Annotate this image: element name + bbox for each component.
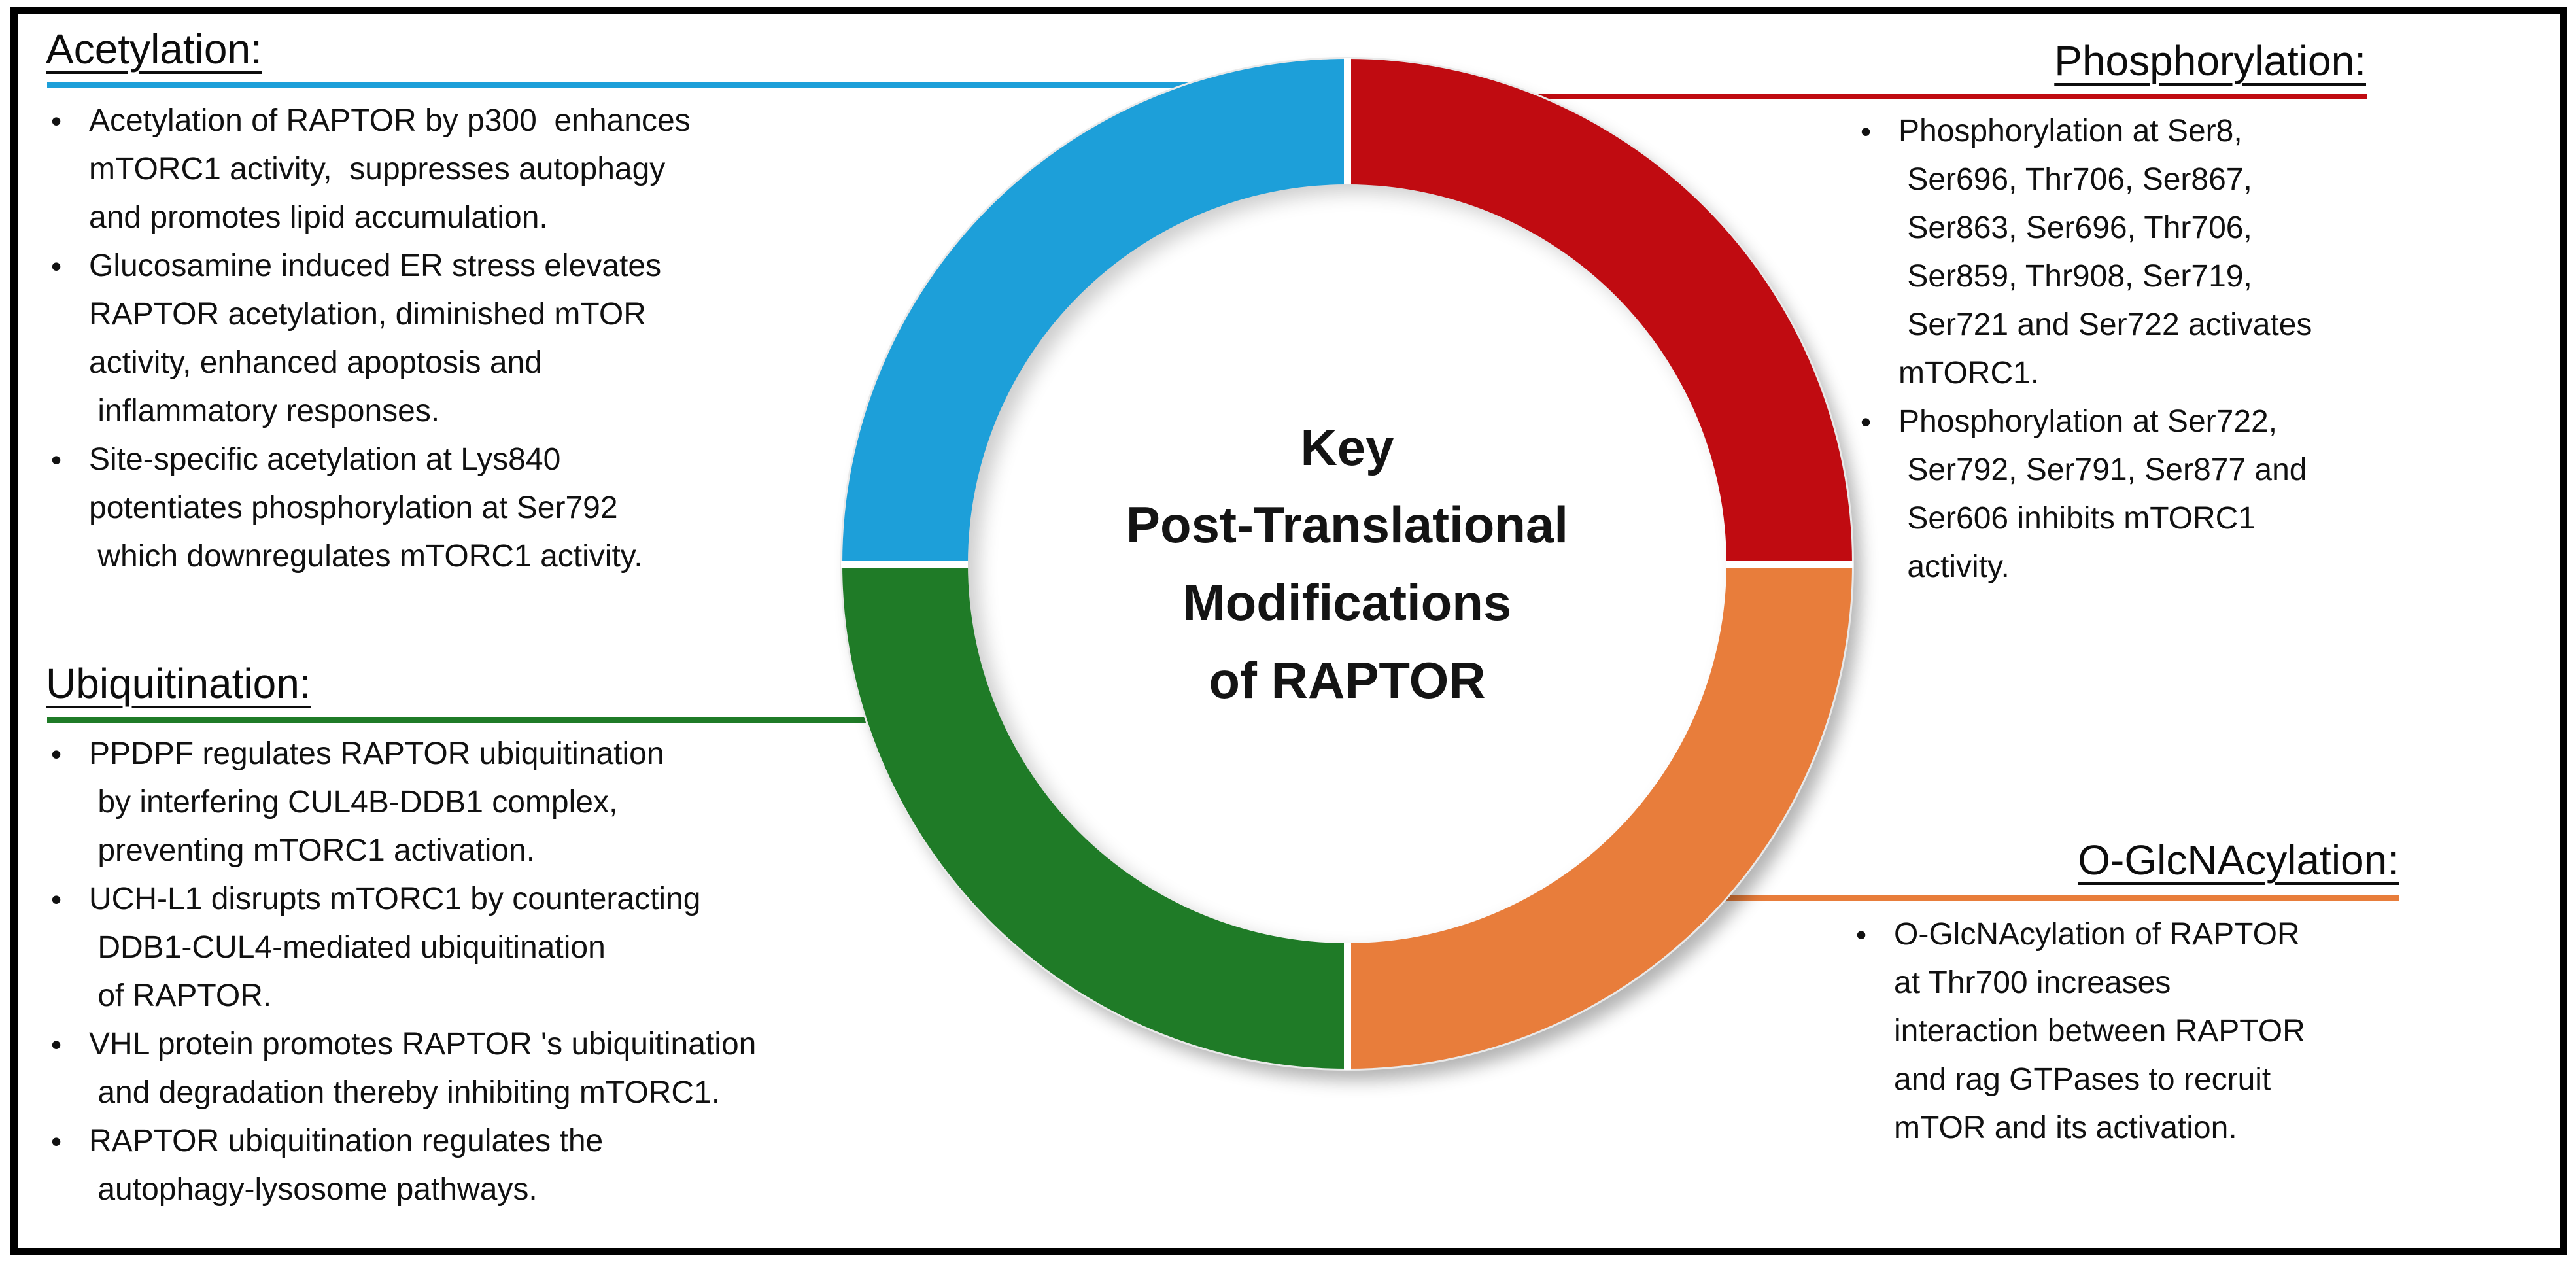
acetylation-bullet-list: • Acetylation of RAPTOR by p300 enhances … bbox=[51, 97, 1045, 581]
acetylation-connector-line bbox=[47, 82, 1197, 88]
bullet-text: Glucosamine induced ER stress elevates R… bbox=[89, 249, 662, 428]
ubiquitination-connector-line bbox=[47, 717, 879, 723]
bullet-item: • UCH-L1 disrupts mTORC1 by counteracting… bbox=[51, 875, 1097, 1020]
bullet-text: Acetylation of RAPTOR by p300 enhances m… bbox=[89, 103, 691, 235]
bullet-item: • Glucosamine induced ER stress elevates … bbox=[51, 242, 1045, 436]
bullet-marker: • bbox=[51, 1124, 62, 1158]
bullet-marker: • bbox=[51, 737, 62, 771]
o-glcnacylation-connector-line bbox=[1694, 895, 2399, 901]
bullet-item: • Phosphorylation at Ser722, Ser792, Ser7… bbox=[1861, 398, 2423, 591]
bullet-text: O-GlcNAcylation of RAPTOR at Thr700 incr… bbox=[1894, 917, 2305, 1145]
donut-diagram: Key Post-Translational Modifications of … bbox=[841, 58, 1853, 1070]
o-glcnacylation-bullet-list: • O-GlcNAcylation of RAPTOR at Thr700 inc… bbox=[1856, 910, 2445, 1152]
bullet-marker: • bbox=[51, 882, 62, 916]
bullet-text: PPDPF regulates RAPTOR ubiquitination by… bbox=[89, 736, 664, 868]
bullet-marker: • bbox=[1861, 114, 1872, 148]
bullet-text: RAPTOR ubiquitination regulates the auto… bbox=[89, 1124, 604, 1207]
ubiquitination-bullet-list: • PPDPF regulates RAPTOR ubiquitination b… bbox=[51, 730, 1097, 1214]
bullet-text: Phosphorylation at Ser8, Ser696, Thr706,… bbox=[1898, 114, 2312, 390]
ubiquitination-heading: Ubiquitination: bbox=[46, 660, 311, 707]
bullet-text: UCH-L1 disrupts mTORC1 by counteracting … bbox=[89, 882, 701, 1013]
phosphorylation-connector-line bbox=[1527, 94, 2367, 99]
donut-hole bbox=[968, 184, 1726, 943]
acetylation-heading: Acetylation: bbox=[46, 26, 262, 73]
bullet-marker: • bbox=[51, 249, 62, 283]
bullet-item: • VHL protein promotes RAPTOR 's ubiquiti… bbox=[51, 1020, 1097, 1117]
bullet-item: • Acetylation of RAPTOR by p300 enhances … bbox=[51, 97, 1045, 242]
bullet-marker: • bbox=[51, 104, 62, 138]
bullet-item: • Phosphorylation at Ser8, Ser696, Thr706… bbox=[1861, 107, 2423, 398]
bullet-marker: • bbox=[1861, 405, 1872, 439]
bullet-text: VHL protein promotes RAPTOR 's ubiquitin… bbox=[89, 1027, 757, 1110]
bullet-item: • RAPTOR ubiquitination regulates the aut… bbox=[51, 1117, 1097, 1214]
phosphorylation-bullet-list: • Phosphorylation at Ser8, Ser696, Thr706… bbox=[1861, 107, 2423, 591]
bullet-item: • PPDPF regulates RAPTOR ubiquitination b… bbox=[51, 730, 1097, 875]
o-glcnacylation-heading: O-GlcNAcylation: bbox=[2078, 837, 2399, 884]
bullet-item: • Site-specific acetylation at Lys840 pot… bbox=[51, 436, 1045, 581]
bullet-text: Site-specific acetylation at Lys840 pote… bbox=[89, 442, 643, 574]
bullet-item: • O-GlcNAcylation of RAPTOR at Thr700 inc… bbox=[1856, 910, 2445, 1152]
figure-title: Key Post-Translational Modifications of … bbox=[1125, 418, 1569, 709]
phosphorylation-heading: Phosphorylation: bbox=[2054, 37, 2366, 84]
bullet-text: Phosphorylation at Ser722, Ser792, Ser79… bbox=[1898, 404, 2307, 584]
bullet-marker: • bbox=[1856, 918, 1867, 952]
bullet-marker: • bbox=[51, 1028, 62, 1062]
bullet-marker: • bbox=[51, 443, 62, 477]
